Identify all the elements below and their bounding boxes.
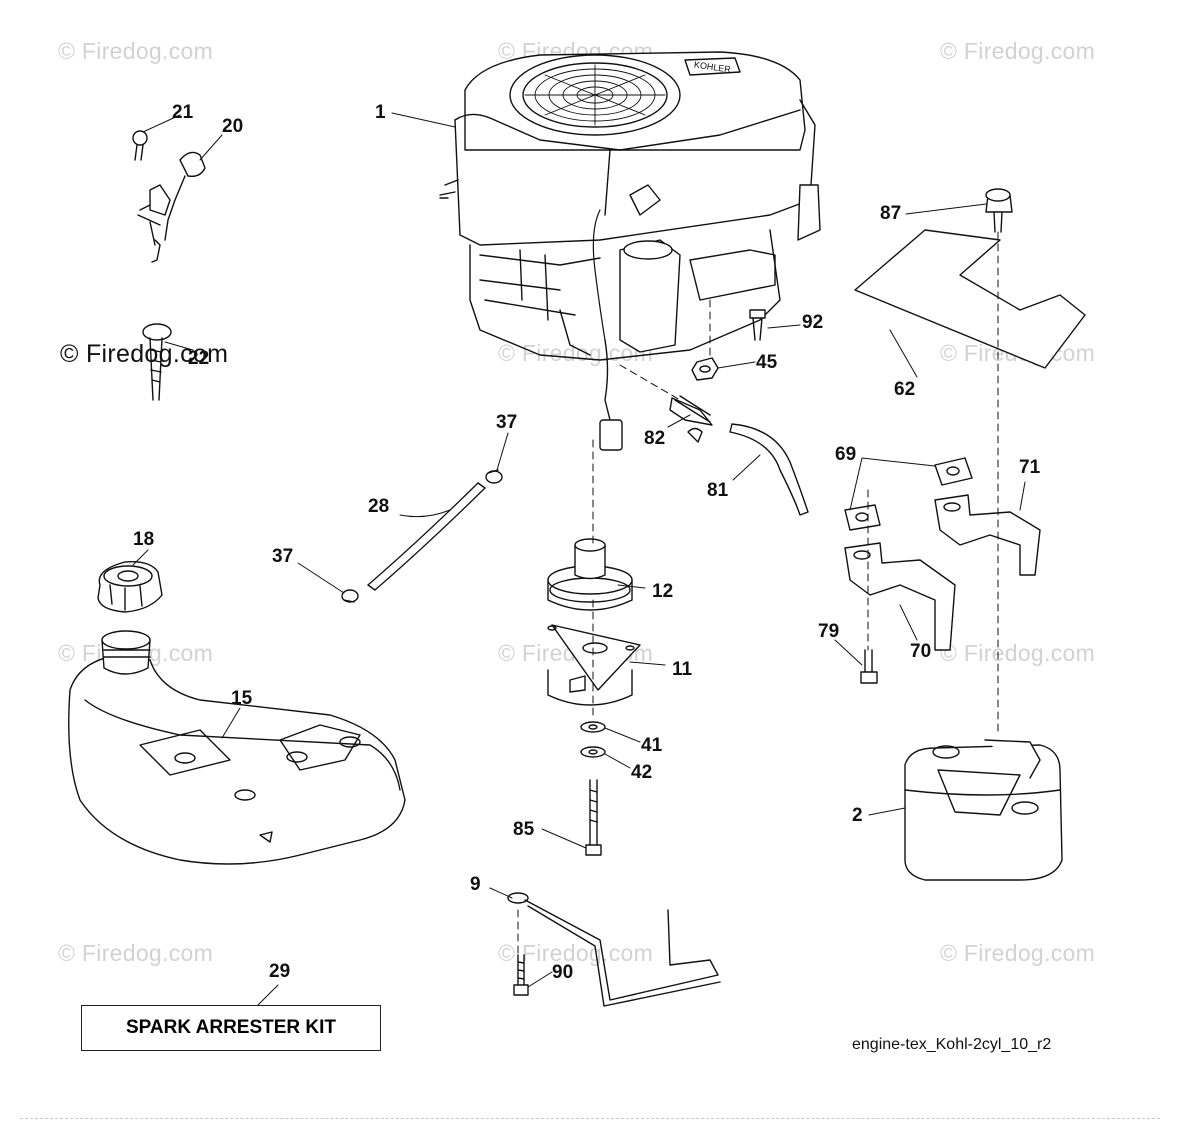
exhaust-pipe-part[interactable] [844, 542, 956, 651]
fuel-line-part[interactable] [729, 423, 809, 516]
callout-70: 70 [910, 641, 932, 662]
pulley-part[interactable] [547, 538, 633, 611]
callout-20: 20 [222, 116, 244, 137]
watermark: © Firedog.com [58, 38, 214, 64]
callout-92: 92 [802, 312, 824, 333]
muffler-part[interactable] [904, 739, 1063, 881]
callout-12: 12 [652, 581, 674, 602]
fuel-tank-part[interactable] [68, 654, 406, 865]
fuel-hose-part[interactable] [367, 482, 486, 591]
callout-37: 37 [496, 412, 518, 433]
hose-clamp-part[interactable] [485, 469, 503, 484]
callout-9: 9 [470, 874, 481, 895]
callout-87: 87 [880, 203, 902, 224]
bolt-part[interactable] [985, 188, 1013, 233]
callout-81: 81 [707, 480, 729, 501]
callout-2: 2 [852, 805, 863, 826]
fuel-cap-part[interactable] [97, 561, 163, 613]
spark-arrester-kit-label: SPARK ARRESTER KIT [125, 1017, 337, 1038]
bolt-part[interactable] [513, 954, 529, 996]
heat-shield-part[interactable] [854, 229, 1086, 369]
fuel-tank-neck [101, 630, 151, 675]
callout-90: 90 [552, 962, 574, 983]
watermark: © Firedog.com [60, 340, 229, 368]
callout-79: 79 [818, 621, 840, 642]
callout-29: 29 [269, 961, 291, 982]
callout-15: 15 [231, 688, 253, 709]
callout-69: 69 [835, 444, 857, 465]
callout-1: 1 [375, 102, 386, 123]
callout-82: 82 [644, 428, 666, 449]
throttle-rod-part[interactable] [507, 892, 721, 1007]
nut-part[interactable] [691, 357, 719, 381]
spark-arrester-kit-box[interactable]: SPARK ARRESTER KIT [81, 1005, 381, 1051]
bolt-part[interactable] [860, 649, 878, 684]
callout-62: 62 [894, 379, 916, 400]
callout-71: 71 [1019, 457, 1041, 478]
callout-22: 22 [188, 348, 210, 369]
exhaust-pipe-part[interactable] [934, 494, 1041, 576]
washer-part[interactable] [580, 746, 606, 758]
engine-part[interactable]: KOHLER [439, 51, 821, 451]
watermark: © Firedog.com [940, 640, 1096, 666]
exhaust-gasket-part[interactable] [844, 504, 881, 531]
watermark: © Firedog.com [940, 38, 1096, 64]
dipstick-tube-part[interactable] [137, 151, 206, 263]
watermark: © Firedog.com [940, 940, 1096, 966]
bolt-part[interactable] [585, 779, 602, 856]
exhaust-gasket-part[interactable] [934, 457, 973, 486]
diagram-id: engine-tex_Kohl-2cyl_10_r2 [852, 1036, 1052, 1053]
hose-clamp-part[interactable] [341, 589, 359, 603]
dipstick-bolt-part[interactable] [132, 130, 148, 161]
bottom-divider [20, 1118, 1160, 1119]
fuel-filter-part[interactable] [669, 395, 713, 443]
oil-drain-plug-part[interactable] [142, 323, 172, 401]
callout-42: 42 [631, 762, 653, 783]
callout-28: 28 [368, 496, 390, 517]
leader-lines [132, 112, 1026, 1006]
callout-21: 21 [172, 102, 194, 123]
callout-18: 18 [133, 529, 155, 550]
watermark: © Firedog.com [58, 940, 214, 966]
pto-clutch-part[interactable] [547, 624, 641, 706]
callout-37: 37 [272, 546, 294, 567]
callout-45: 45 [756, 352, 778, 373]
callout-85: 85 [513, 819, 535, 840]
callout-41: 41 [641, 735, 663, 756]
callout-11: 11 [672, 659, 693, 680]
washer-part[interactable] [580, 721, 606, 733]
bolt-part[interactable] [749, 309, 766, 341]
assembly-guide-lines [517, 231, 999, 956]
